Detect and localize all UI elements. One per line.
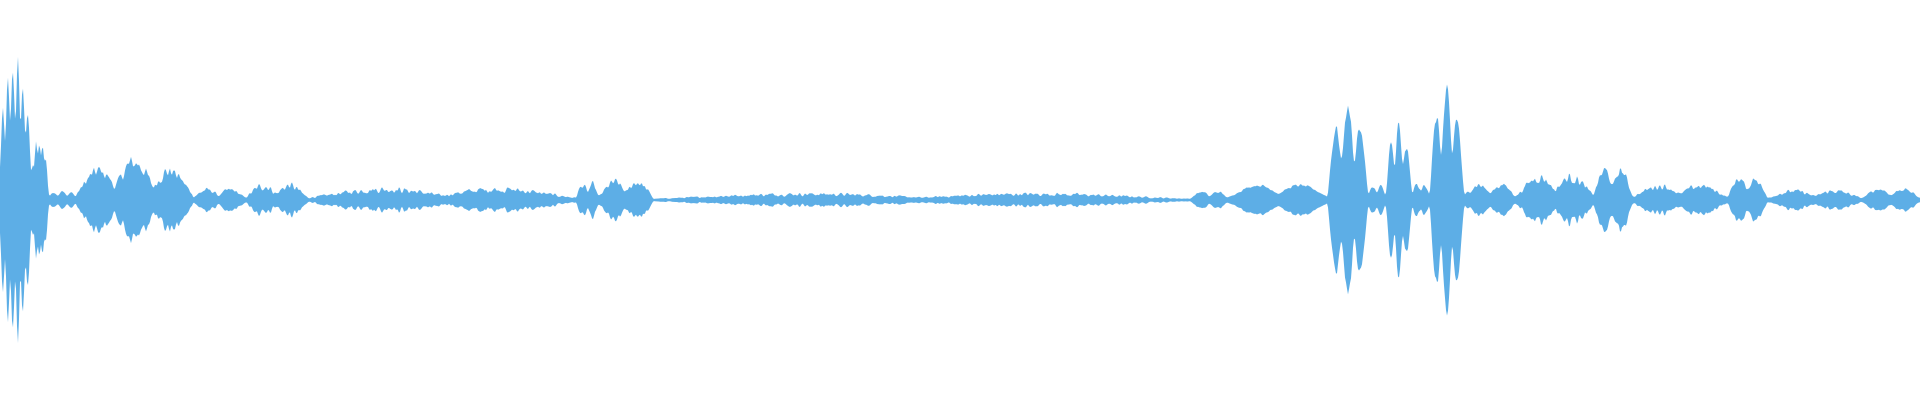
waveform-shape: [0, 56, 1920, 344]
